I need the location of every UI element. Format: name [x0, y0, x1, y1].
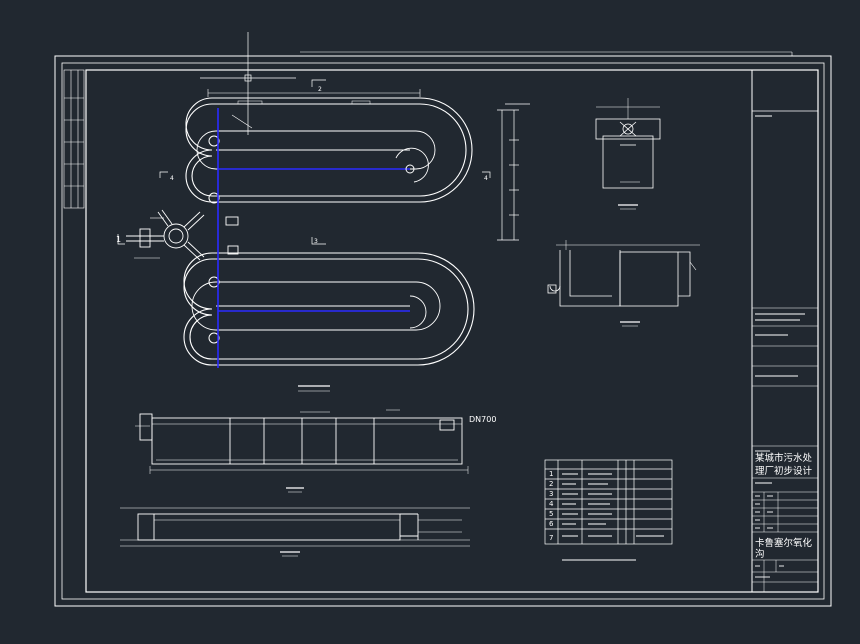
aerators-lower: [208, 276, 220, 344]
table-row-number: 3: [549, 490, 553, 498]
drawing-name-line2: 沟: [755, 548, 765, 560]
section-mark-inlet: 1: [116, 235, 121, 244]
section-mark-right: 4: [484, 175, 488, 182]
section-mark-top: 2: [318, 86, 322, 93]
table-row-number: 5: [549, 510, 553, 518]
inlet-distribution-well: [126, 209, 239, 261]
binding-strip: [63, 69, 85, 209]
detail-tank-section: [547, 240, 700, 327]
aerators-upper: [208, 135, 415, 204]
longitudinal-section-1: [135, 409, 469, 493]
material-table-numbers: 1 2 3 4 5 6 7: [549, 470, 554, 542]
ditch-plan-lower: [183, 252, 475, 366]
table-row-number: 6: [549, 520, 554, 528]
pipe-size-label: DN700: [469, 415, 496, 424]
section-mark-bottom: 3: [314, 238, 318, 245]
material-table-cell-marks: [562, 473, 664, 537]
axis-crosshair: [200, 32, 296, 135]
plan-caption: [298, 385, 330, 392]
section-markers: [117, 79, 491, 245]
sheet-border: [54, 51, 832, 607]
vertical-section: [497, 103, 530, 241]
title-block: [751, 69, 819, 593]
longitudinal-section-2: [120, 507, 470, 557]
table-row-number: 1: [549, 470, 553, 478]
drawing-name-line1: 卡鲁塞尔氧化: [755, 537, 813, 549]
material-table: [544, 459, 673, 561]
ditch-plan-upper: [185, 97, 473, 203]
table-row-number: 4: [549, 500, 554, 508]
dimension-top: [207, 89, 421, 129]
section-mark-left: 4: [170, 175, 174, 182]
table-row-number: 7: [549, 534, 553, 542]
project-name-line2: 理厂初步设计: [755, 465, 813, 477]
table-row-number: 2: [549, 480, 553, 488]
project-name-line1: 某城市污水处: [755, 452, 813, 464]
detail-sump-section: [595, 98, 661, 210]
